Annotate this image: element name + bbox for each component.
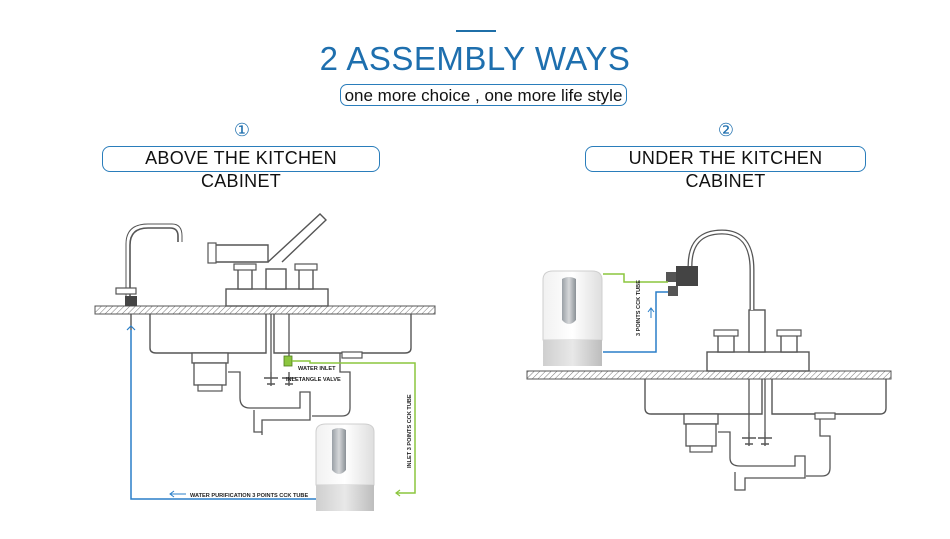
page-subtitle: one more choice , one more life style (340, 84, 627, 106)
purification-tube-label: WATER PURIFICATION 3 POINTS CCK TUBE (190, 493, 308, 499)
left-sink-basin-2 (273, 314, 412, 354)
right-blue-tube (603, 291, 668, 353)
method-2-number: ② (717, 120, 735, 140)
inlet-tube-label: INLET 3 POINTS CCK TUBE (407, 394, 413, 468)
angle-valve-icon (283, 355, 293, 367)
water-inlet-label: WATER INLET (298, 366, 336, 372)
left-filter-unit (315, 423, 375, 511)
inlet-tube-green (292, 360, 416, 494)
purification-tube-blue (130, 330, 316, 500)
right-countertop (526, 370, 892, 380)
right-sink-diagram: 3 POINTS CCK TUBE (526, 229, 892, 491)
left-sink-diagram: WATER INLET INLETANGLE VALVE INLET 3 POI… (94, 213, 436, 511)
method-2-label: UNDER THE KITCHEN CABINET (585, 146, 866, 191)
right-filter-unit (542, 270, 603, 366)
left-sink-basin-1 (149, 314, 267, 354)
method-1-number: ① (233, 120, 251, 140)
left-countertop (94, 305, 436, 315)
right-tube-label: 3 POINTS CCK TUBE (636, 280, 642, 336)
page-title: 2 ASSEMBLY WAYS (319, 40, 631, 77)
method-1-label: ABOVE THE KITCHEN CABINET (102, 146, 380, 191)
right-green-tube (603, 273, 668, 283)
diverter-icon (676, 266, 698, 286)
header-accent-line (456, 30, 496, 32)
inlet-angle-valve-label: INLETANGLE VALVE (286, 377, 341, 383)
